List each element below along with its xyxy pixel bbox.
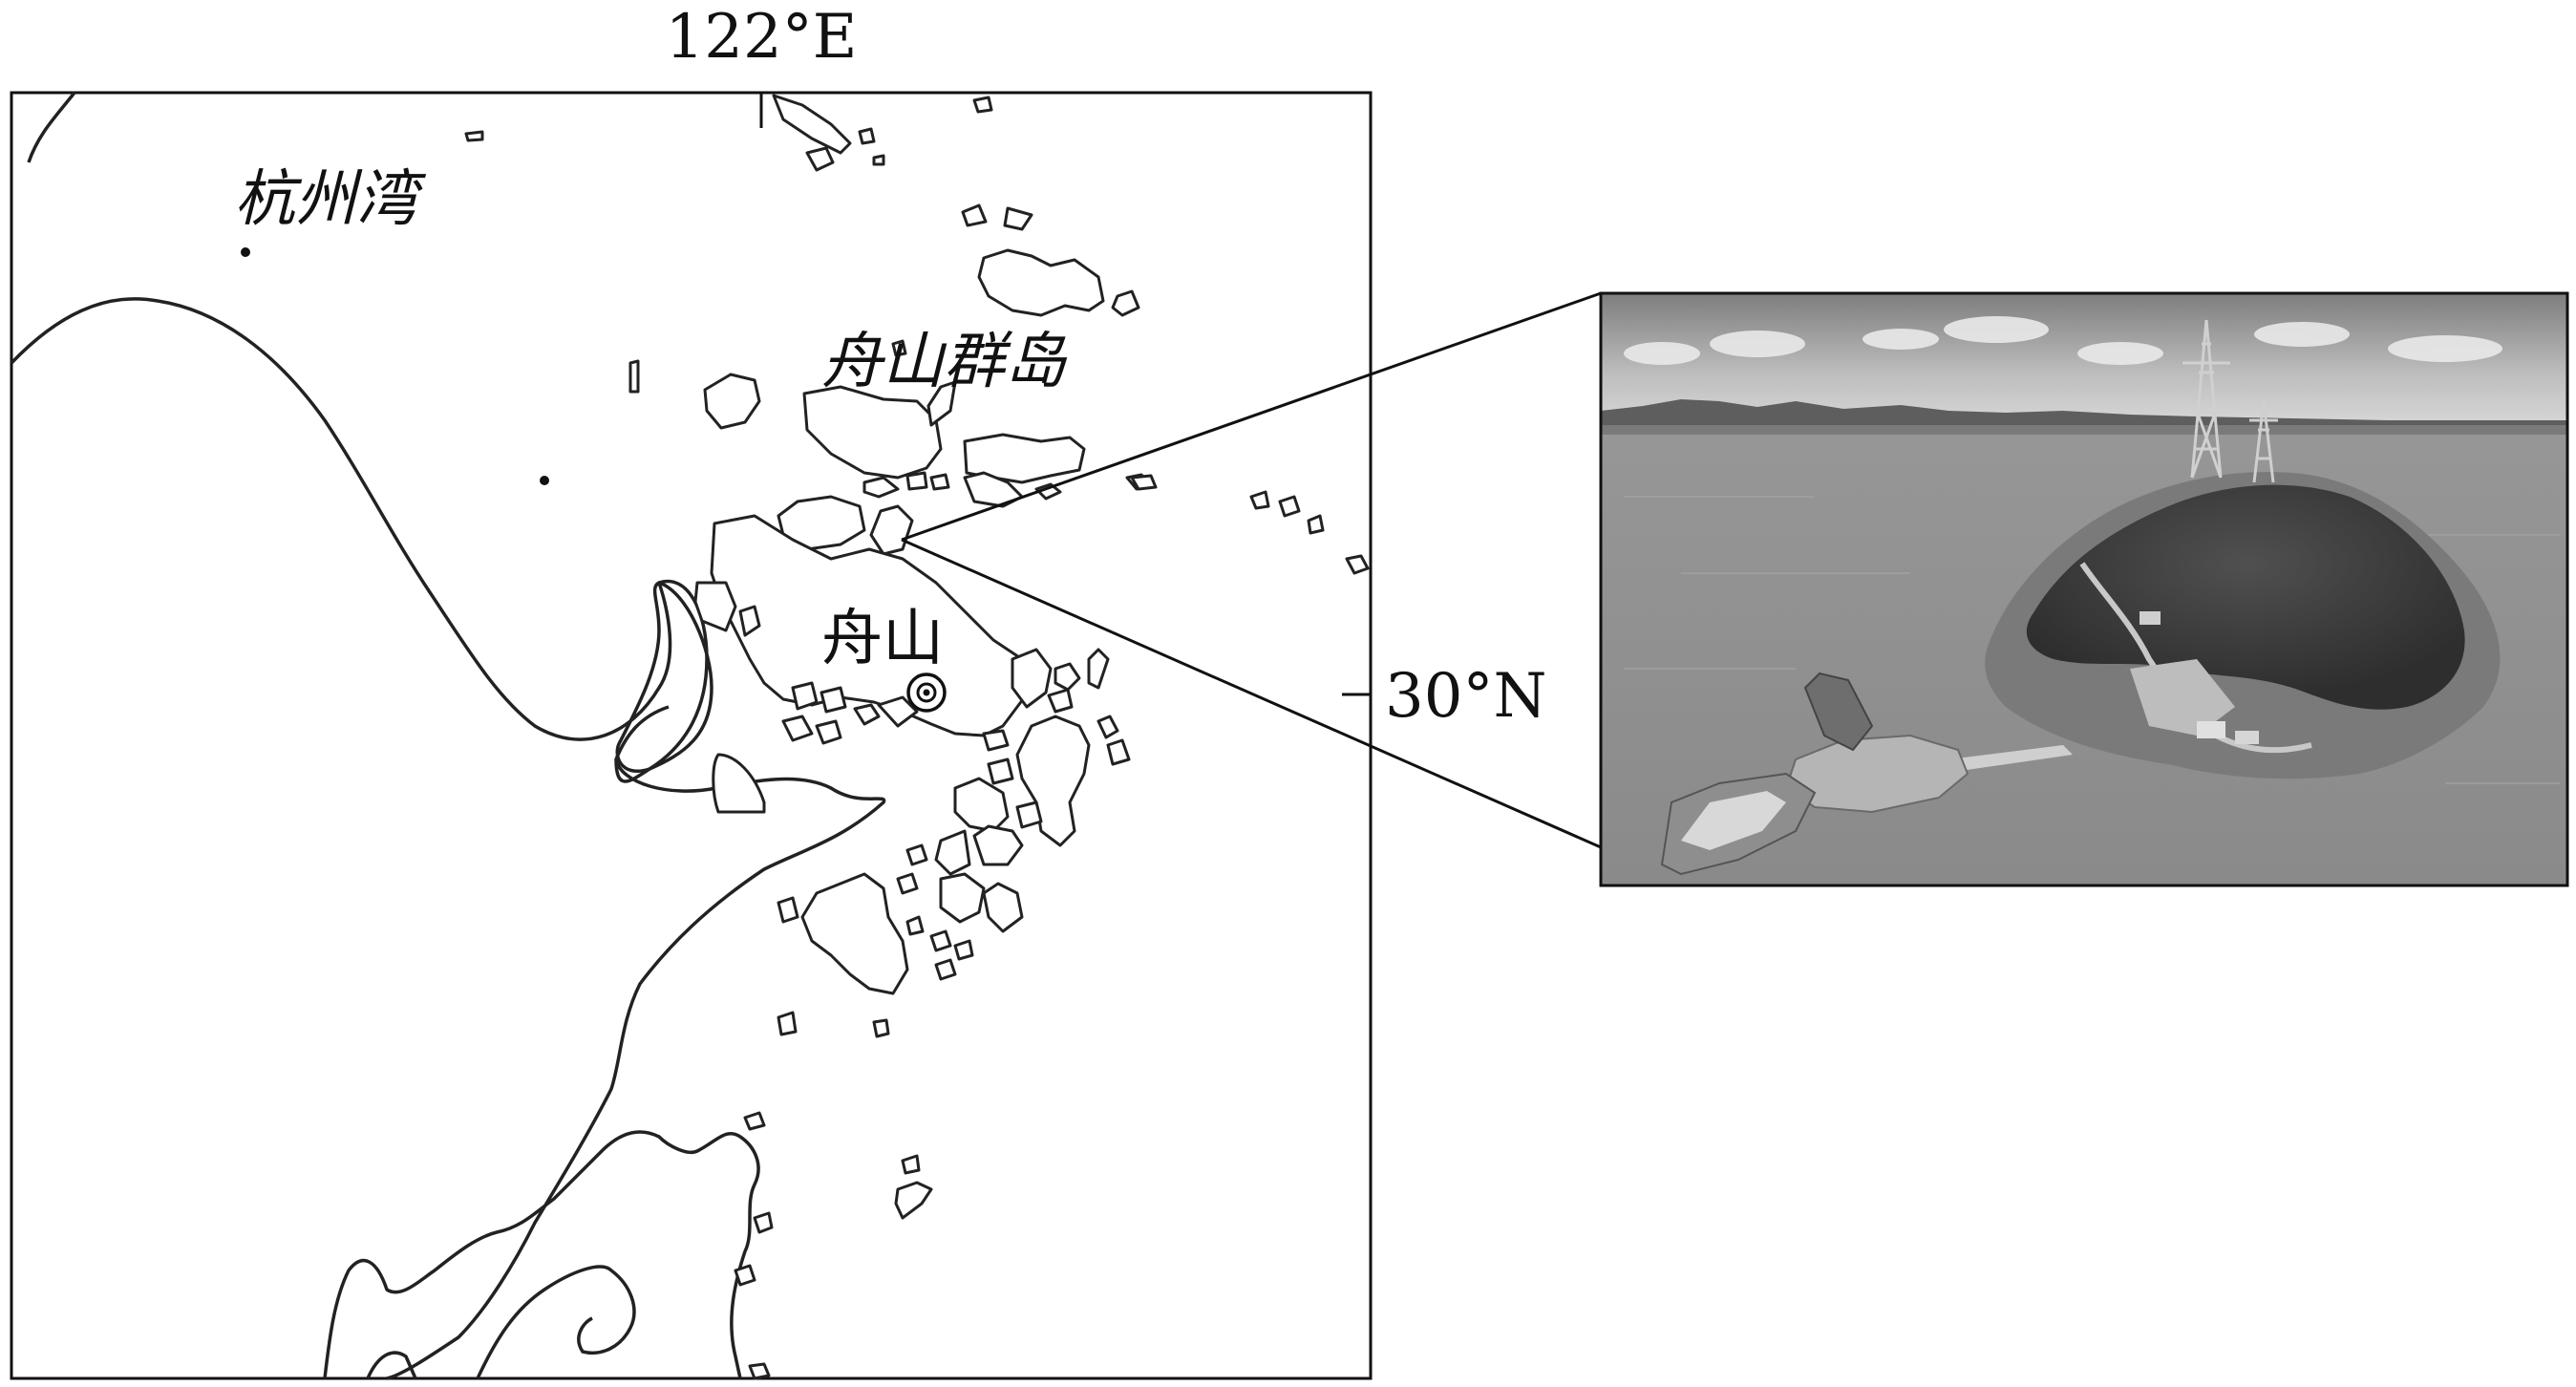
- island-p: [869, 504, 914, 556]
- north-islet-2: [805, 146, 835, 172]
- callout-line-top: [901, 291, 1602, 542]
- hangzhou-bay-dot: [241, 247, 250, 257]
- north-islet-5: [464, 130, 484, 142]
- north-islet-1: [772, 94, 852, 155]
- island-s: [853, 703, 881, 726]
- island-q: [791, 681, 819, 711]
- island-i: [862, 476, 900, 499]
- zhoushan-archipelago-label: 舟山群岛: [821, 327, 1068, 397]
- island-w: [1011, 648, 1053, 709]
- north-shore: [27, 91, 76, 163]
- islet-west-1: [693, 581, 737, 632]
- photo-clouds: [1624, 316, 2502, 365]
- island-a: [961, 203, 988, 227]
- island-al: [939, 872, 986, 924]
- photo-building-3: [2140, 611, 2161, 625]
- photo-island-vegetation: [2026, 484, 2465, 710]
- zhoushan-city-label: 舟山: [821, 604, 944, 674]
- photo-shoreline: [1601, 425, 2567, 435]
- photo-tanker-deck: [1681, 791, 1786, 850]
- southern-headland: [366, 1351, 417, 1379]
- island-ak: [896, 872, 919, 895]
- peninsula-coastline: [615, 581, 713, 773]
- photo-vessel: [1803, 672, 1874, 752]
- island-bf: [894, 1181, 933, 1220]
- photo-sky: [1601, 293, 2567, 427]
- island-bg: [734, 1264, 756, 1287]
- island-as: [934, 958, 957, 981]
- island-at: [1249, 490, 1270, 510]
- photo-tower-1: [2182, 319, 2230, 479]
- island-c: [977, 248, 1105, 317]
- island-an: [800, 872, 909, 995]
- island-f: [802, 385, 943, 480]
- island-bb: [872, 1018, 890, 1038]
- longitude-label: 122°E: [666, 2, 858, 73]
- island-av: [1307, 514, 1325, 535]
- island-aw: [1345, 554, 1370, 575]
- callout-line-bottom: [901, 538, 1602, 849]
- island-g: [926, 380, 957, 427]
- island-ag: [1015, 800, 1043, 829]
- island-photo: [1601, 293, 2567, 886]
- photo-pier-walkway: [1948, 745, 2073, 772]
- island-d: [1111, 289, 1140, 317]
- hangzhou-bay-label: 杭州湾: [234, 164, 427, 235]
- north-islet-3: [858, 127, 876, 145]
- city-dot: [540, 476, 549, 485]
- zhoushan-city-symbol-center: [923, 689, 930, 696]
- island-ap: [905, 915, 925, 936]
- island-ay: [891, 339, 907, 357]
- island-r: [820, 686, 847, 714]
- island-bd: [753, 1211, 774, 1234]
- island-u: [781, 715, 814, 742]
- island-ao: [777, 896, 799, 924]
- island-az: [628, 359, 640, 394]
- latitude-label: 30°N: [1385, 661, 1546, 732]
- photo-island-clearing: [2130, 659, 2235, 736]
- island-bc: [743, 1111, 766, 1131]
- island-ae: [987, 758, 1014, 785]
- photo-frame: [1599, 291, 2569, 887]
- island-t: [877, 695, 919, 728]
- islet-west-2: [738, 605, 761, 637]
- photo-building-1: [2197, 721, 2225, 738]
- southern-bay-coast: [476, 1265, 636, 1379]
- island-j: [905, 471, 928, 491]
- map-frame: [10, 91, 1373, 1380]
- island-k: [929, 473, 950, 491]
- photo-building-2: [2235, 731, 2259, 744]
- island-be: [901, 1154, 921, 1175]
- map: 122°E 30°N 杭州湾 舟山群岛 舟山: [10, 2, 1546, 1380]
- island-y: [1087, 648, 1110, 690]
- island-ah: [972, 824, 1024, 866]
- island-ax: [1130, 474, 1158, 491]
- island-ab: [1015, 715, 1091, 847]
- island-ar: [953, 939, 974, 961]
- southern-coastline: [323, 1130, 760, 1379]
- island-x: [1054, 662, 1081, 692]
- island-aq: [929, 929, 952, 952]
- north-islet-6: [872, 154, 885, 166]
- island-aa: [982, 729, 1010, 752]
- inlet-island: [712, 753, 766, 814]
- island-m: [1034, 482, 1062, 501]
- photo-tower-2: [2249, 400, 2278, 483]
- island-au: [1278, 495, 1301, 518]
- island-z: [1047, 688, 1074, 714]
- island-aj: [905, 843, 928, 866]
- island-ad: [1106, 738, 1131, 766]
- island-ba: [777, 1011, 798, 1036]
- north-islet-4: [972, 96, 993, 114]
- island-v: [815, 719, 842, 745]
- island-af: [953, 777, 1010, 833]
- island-b: [1003, 206, 1033, 231]
- island-am: [982, 882, 1024, 933]
- island-ac: [1096, 715, 1119, 739]
- island-bh: [748, 1362, 771, 1380]
- island-ai: [934, 829, 971, 876]
- photo-water-texture: [1624, 496, 2560, 784]
- island-e: [703, 373, 761, 430]
